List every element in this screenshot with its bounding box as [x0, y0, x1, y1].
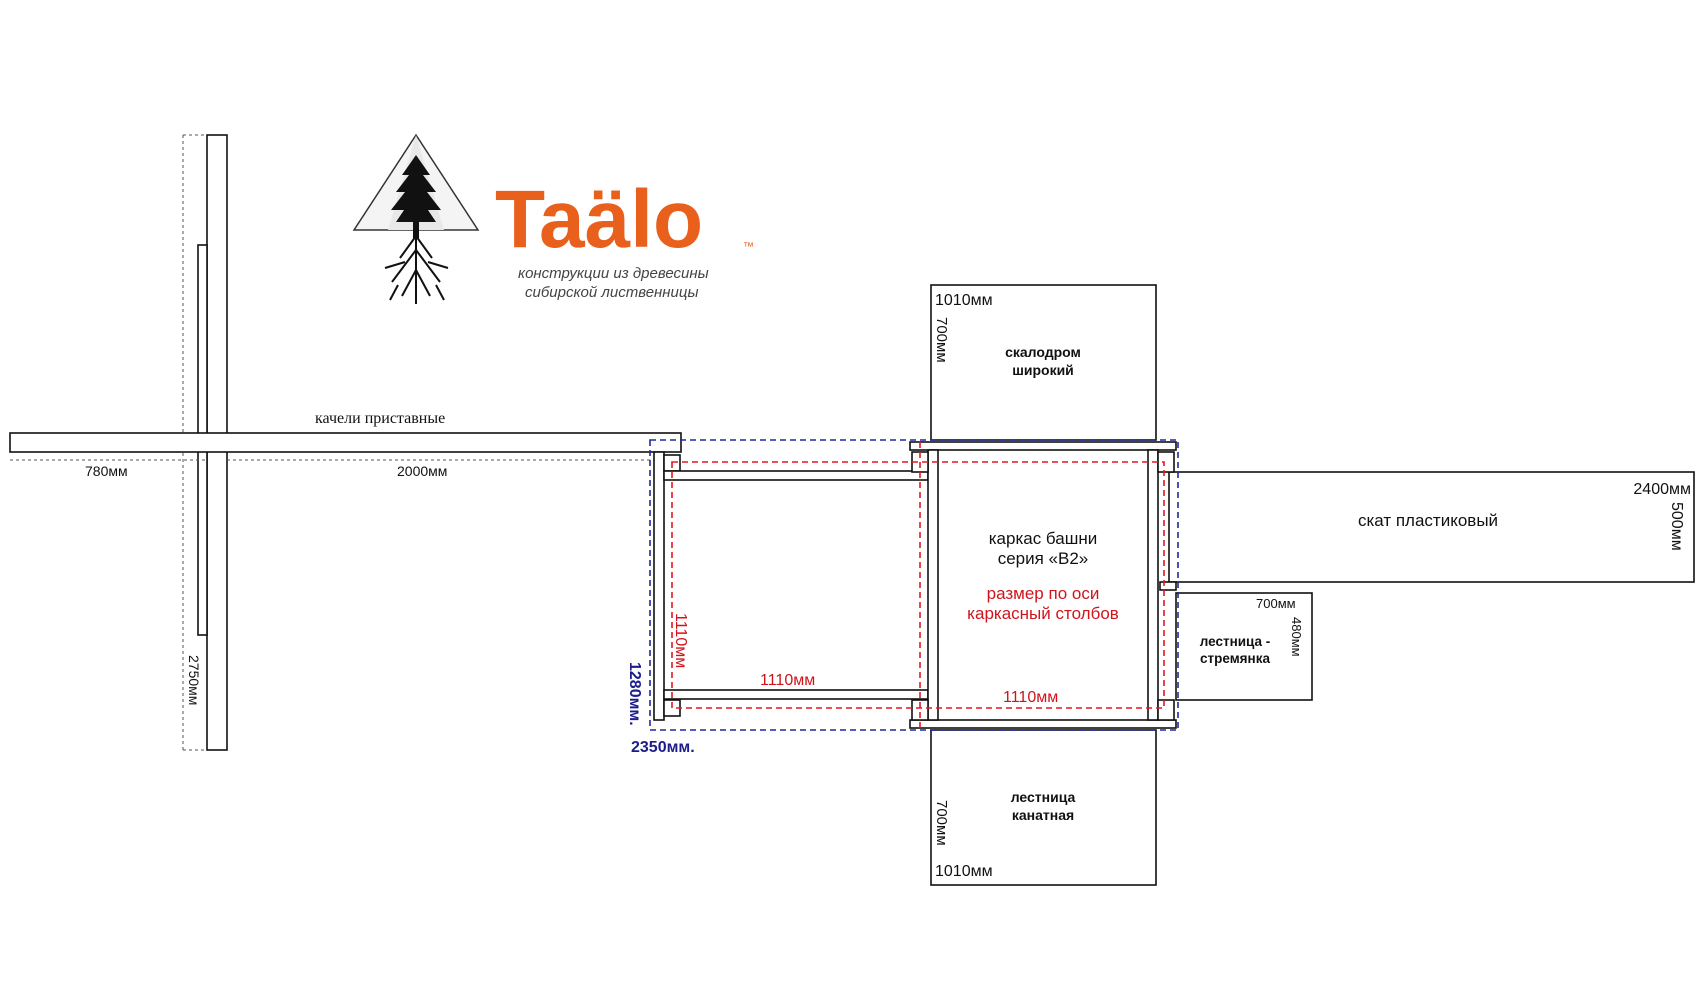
step-ladder-label-1: лестница - — [1200, 634, 1271, 649]
rope-ladder-height-dim: 700мм — [933, 800, 950, 846]
climbing-wall-width-dim: 1010мм — [935, 292, 993, 309]
climbing-wall-height-dim: 700мм — [933, 317, 950, 363]
climbing-wall-outline — [930, 284, 1157, 441]
swing-left-dim: 780мм — [85, 463, 128, 479]
overall-height-dim: 1280мм. — [626, 662, 643, 726]
tower-right-post-rail — [1147, 449, 1159, 721]
post-tower-top-right — [1157, 451, 1175, 473]
bottom-extension-beam — [663, 689, 929, 700]
tower-width-dim: 1110мм — [1003, 689, 1058, 706]
rope-ladder-outline — [930, 729, 1157, 886]
step-ladder-height-dim: 480мм — [1289, 617, 1304, 657]
tower-left-post-rail — [927, 449, 939, 721]
tower-depth-dim: 1110мм — [672, 613, 689, 668]
tower-frame: каркас башни серия «B2» размер по оси ка… — [626, 439, 1179, 756]
top-extension-beam — [663, 470, 929, 481]
post-tower-bottom-right — [1157, 699, 1175, 721]
platform-width-dim: 1110мм — [760, 672, 815, 689]
overall-outline — [649, 439, 1179, 731]
taalo-logo: Taälo ™ конструкции из древесины сибирск… — [352, 133, 754, 304]
rope-ladder-label-1: лестница — [1011, 789, 1076, 805]
slide-outline — [1168, 471, 1695, 583]
swing-main-dim: 2000мм — [397, 463, 447, 479]
brand-name: Taälo — [495, 174, 703, 265]
swing-assembly: 2750мм качели приставные 780мм 2000мм — [9, 134, 682, 751]
tagline-line-2: сибирской лиственницы — [525, 284, 699, 301]
step-ladder: 700мм 480мм лестница - стремянка — [1175, 592, 1313, 701]
swing-title: качели приставные — [315, 410, 445, 427]
tree-icon — [352, 133, 480, 304]
climbing-wall-label-2: широкий — [1012, 362, 1074, 378]
trademark-mark: ™ — [743, 241, 754, 253]
swing-height-dim: 2750мм — [186, 655, 202, 705]
climbing-wall-label-1: скалодром — [1005, 344, 1081, 360]
rope-ladder: лестница канатная 700мм 1010мм — [930, 729, 1157, 886]
post-tower-bottom-left — [911, 699, 929, 721]
tagline-line-1: конструкции из древесины — [518, 265, 709, 282]
tower-top-rail — [909, 441, 1177, 451]
slide-length-dim: 2400мм — [1633, 481, 1691, 498]
swing-beam — [9, 432, 682, 453]
left-post-rail — [653, 451, 665, 721]
overall-width-dim: 2350мм. — [631, 739, 695, 756]
axis-note-2: каркасный столбов — [967, 604, 1119, 623]
plastic-slide: скат пластиковый 2400мм 500мм — [1159, 471, 1695, 591]
rope-ladder-label-2: канатная — [1012, 807, 1074, 823]
tower-title-1: каркас башни — [989, 529, 1098, 548]
climbing-wall: 1010мм 700мм скалодром широкий — [930, 284, 1157, 441]
tower-bottom-rail — [909, 719, 1177, 729]
step-ladder-outline — [1175, 592, 1313, 701]
rope-ladder-width-dim: 1010мм — [935, 863, 993, 880]
axis-note-1: размер по оси — [987, 584, 1100, 603]
tower-title-2: серия «B2» — [998, 549, 1089, 568]
slide-label: скат пластиковый — [1358, 511, 1498, 530]
axis-outline — [671, 461, 1165, 709]
step-ladder-label-2: стремянка — [1200, 651, 1270, 666]
step-ladder-width-dim: 700мм — [1256, 596, 1296, 611]
slide-width-dim: 500мм — [1668, 502, 1685, 551]
